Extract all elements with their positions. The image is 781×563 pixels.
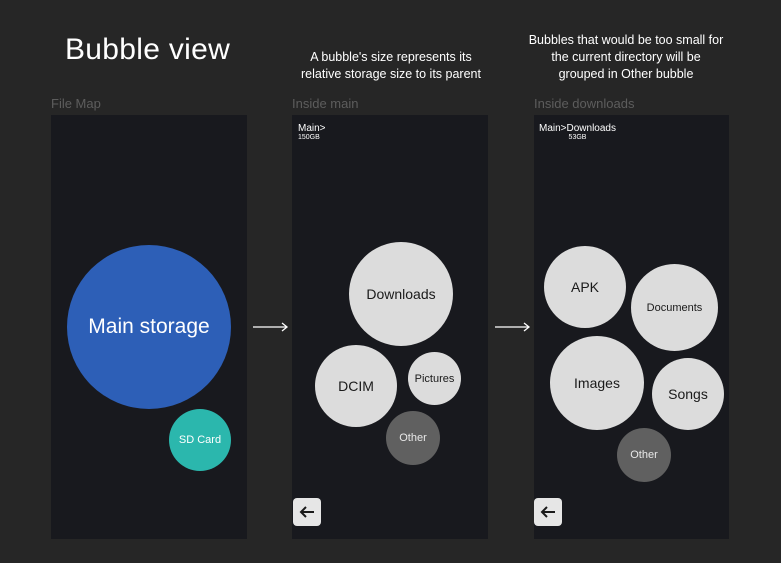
size-note: A bubble's size represents its relative … xyxy=(301,50,481,81)
songs-label: Songs xyxy=(668,386,708,402)
downloads-bubble[interactable]: Downloads xyxy=(349,242,453,346)
inside-main-label: Inside main xyxy=(292,96,359,111)
back-button[interactable] xyxy=(534,498,562,526)
images-label: Images xyxy=(574,375,620,391)
pictures-bubble[interactable]: Pictures xyxy=(408,352,461,405)
sd-card-label: SD Card xyxy=(178,434,222,446)
sd-card-bubble[interactable]: SD Card xyxy=(169,409,231,471)
dcim-label: DCIM xyxy=(338,378,374,394)
flow-arrow-icon xyxy=(495,322,531,332)
apk-label: APK xyxy=(570,279,599,295)
file-map-label: File Map xyxy=(51,96,101,111)
documents-label: Documents xyxy=(646,301,703,314)
breadcrumb: Main> 150GB xyxy=(298,123,326,142)
arrow-left-icon xyxy=(299,506,314,518)
other-label: Other xyxy=(630,449,658,461)
breadcrumb-path: Main>Downloads xyxy=(539,123,616,134)
breadcrumb: Main>Downloads 53GB xyxy=(539,123,616,142)
pictures-label: Pictures xyxy=(414,372,455,385)
file-map-screen: Main storage SD Card xyxy=(51,115,247,539)
apk-bubble[interactable]: APK xyxy=(544,246,626,328)
other-bubble[interactable]: Other xyxy=(617,428,671,482)
flow-arrow-icon xyxy=(253,322,289,332)
other-bubble[interactable]: Other xyxy=(386,411,440,465)
grouping-note: Bubbles that would be too small for the … xyxy=(528,33,724,81)
inside-downloads-screen: Main>Downloads 53GB APK Documents Images… xyxy=(534,115,729,539)
main-storage-label: Main storage xyxy=(88,315,210,338)
breadcrumb-path: Main> xyxy=(298,123,326,134)
images-bubble[interactable]: Images xyxy=(550,336,644,430)
inside-downloads-label: Inside downloads xyxy=(534,96,635,111)
directory-size: 53GB xyxy=(568,134,587,141)
page-title: Bubble view xyxy=(65,33,231,66)
documents-bubble[interactable]: Documents xyxy=(631,264,718,351)
downloads-label: Downloads xyxy=(366,286,436,302)
directory-size: 150GB xyxy=(298,134,320,141)
main-storage-bubble[interactable]: Main storage xyxy=(67,245,231,409)
back-button[interactable] xyxy=(293,498,321,526)
other-label: Other xyxy=(399,432,427,444)
arrow-left-icon xyxy=(540,506,555,518)
songs-bubble[interactable]: Songs xyxy=(652,358,724,430)
inside-main-screen: Main> 150GB Downloads DCIM Pictures Othe… xyxy=(292,115,488,539)
dcim-bubble[interactable]: DCIM xyxy=(315,345,397,427)
